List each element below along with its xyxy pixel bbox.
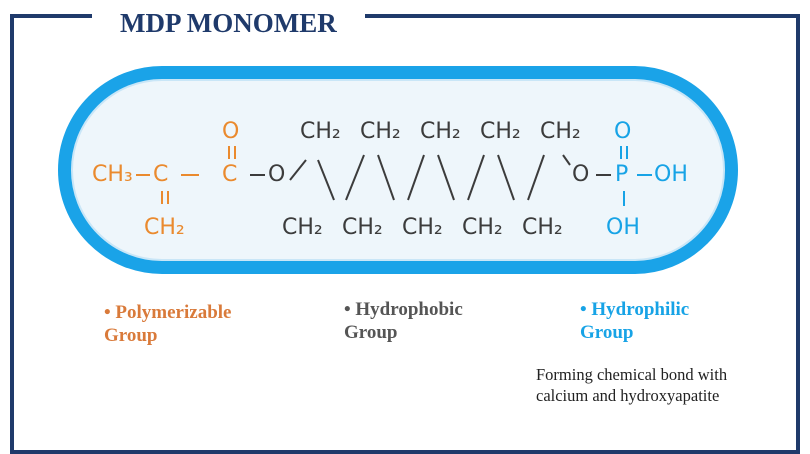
bond-chain-10 [562, 154, 571, 166]
atom-c2: C [222, 162, 238, 187]
atom-ch3: CH₃ [92, 162, 133, 187]
atom-o-carbonyl: O [222, 119, 240, 144]
atom-o-phosphate: O [572, 162, 590, 187]
atom-oh-right: OH [654, 162, 688, 187]
atom-p: P [615, 162, 629, 187]
bond-chain-7 [467, 154, 485, 201]
chain-top-1: CH₂ [300, 119, 341, 144]
atom-o-double: O [614, 119, 632, 144]
atom-oh-bottom: OH [606, 215, 640, 240]
chain-bottom-3: CH₂ [402, 215, 443, 240]
atom-c1: C [153, 162, 169, 187]
bond-chain-3 [345, 154, 365, 201]
bond-chain-6 [437, 154, 455, 201]
chain-top-4: CH₂ [480, 119, 521, 144]
diagram-title: MDP MONOMER [92, 6, 365, 40]
atom-o-ester: O [268, 162, 286, 187]
legend-hydrophilic-note: Forming chemical bond with calcium and h… [536, 365, 728, 405]
bond-chain-2 [317, 159, 335, 201]
atom-ch2-side: CH₂ [144, 215, 185, 240]
chain-bottom-5: CH₂ [522, 215, 563, 240]
chain-top-5: CH₂ [540, 119, 581, 144]
legend-hydrophilic: • Hydrophilic Group [580, 299, 690, 343]
bond-chain-9 [527, 154, 545, 201]
legend-hydrophobic: • Hydrophobic Group [344, 299, 463, 343]
chain-top-3: CH₂ [420, 119, 461, 144]
bond-chain-4 [377, 154, 395, 201]
legend-polymerizable: • Polymerizable Group [104, 302, 232, 346]
chain-bottom-2: CH₂ [342, 215, 383, 240]
bond-chain-8 [497, 154, 515, 201]
chain-top-2: CH₂ [360, 119, 401, 144]
chain-bottom-4: CH₂ [462, 215, 503, 240]
bond-chain-1 [289, 159, 307, 181]
bond-chain-5 [407, 154, 425, 201]
bond-lines [136, 146, 652, 206]
chain-bottom-1: CH₂ [282, 215, 323, 240]
